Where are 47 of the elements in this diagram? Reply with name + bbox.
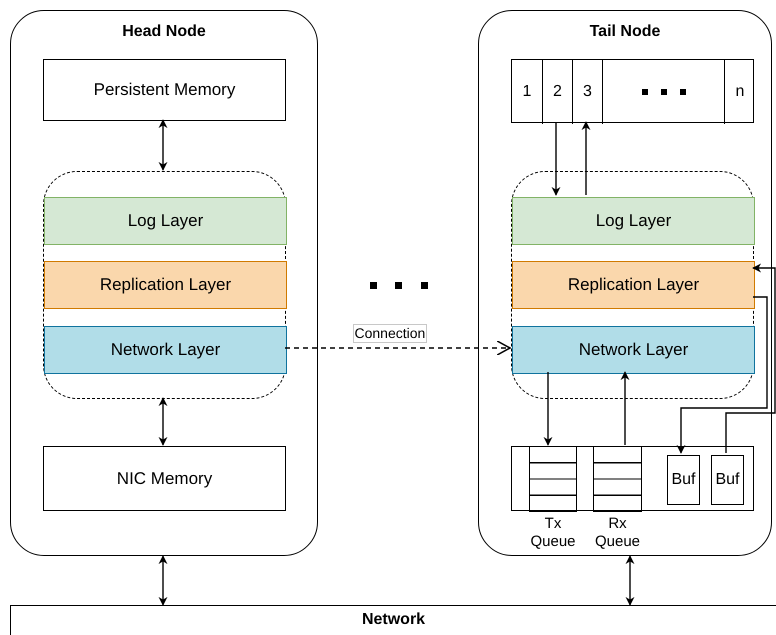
cell-label: 3 xyxy=(582,83,593,101)
cell-label: Buf xyxy=(714,471,740,489)
memory-box xyxy=(43,59,286,121)
queue-label: Rx Queue xyxy=(594,515,642,551)
node-label: Replication Layer xyxy=(98,275,232,295)
layer-box xyxy=(44,326,287,374)
network-bar xyxy=(10,605,776,635)
node-label: Network Layer xyxy=(578,340,690,360)
double-arrow xyxy=(626,555,634,606)
layer-group xyxy=(43,171,286,399)
arrow xyxy=(544,372,552,446)
cell-label: 1 xyxy=(522,83,532,101)
buffer-box xyxy=(711,455,744,505)
node-panel xyxy=(478,10,772,556)
layer-box xyxy=(44,197,287,245)
cell-label: Buf xyxy=(670,471,696,489)
edge-label: Connection xyxy=(352,324,428,343)
buffer-box xyxy=(667,455,700,505)
memory-box xyxy=(43,446,286,511)
node-title: Head Node xyxy=(121,23,207,41)
queue-label: Tx Queue xyxy=(529,515,577,551)
arrow xyxy=(620,371,630,445)
dashed-arrow xyxy=(285,340,511,356)
node-panel xyxy=(10,10,318,556)
cell-label: n xyxy=(734,83,746,101)
cell-label: 2 xyxy=(552,83,563,101)
node-label: Network Layer xyxy=(110,340,222,360)
node-label: Persistent Memory xyxy=(92,80,236,100)
double-arrow xyxy=(158,397,168,446)
node-label: NIC Memory xyxy=(116,468,214,488)
node-label: Log Layer xyxy=(126,211,204,231)
node-label: Log Layer xyxy=(594,211,672,231)
layer-box xyxy=(512,326,755,374)
layer-box xyxy=(512,197,755,245)
arrow xyxy=(676,296,768,454)
arrow xyxy=(725,264,776,453)
node-label: Replication Layer xyxy=(566,275,700,295)
log-array xyxy=(511,59,754,123)
layer-group xyxy=(511,171,754,399)
double-arrow xyxy=(158,555,168,606)
layer-box xyxy=(512,261,755,309)
node-title: Network xyxy=(360,611,426,629)
layer-box xyxy=(44,261,287,309)
arrow xyxy=(582,121,590,195)
arrow xyxy=(552,122,560,196)
node-title: Tail Node xyxy=(588,23,662,41)
double-arrow xyxy=(158,119,168,171)
